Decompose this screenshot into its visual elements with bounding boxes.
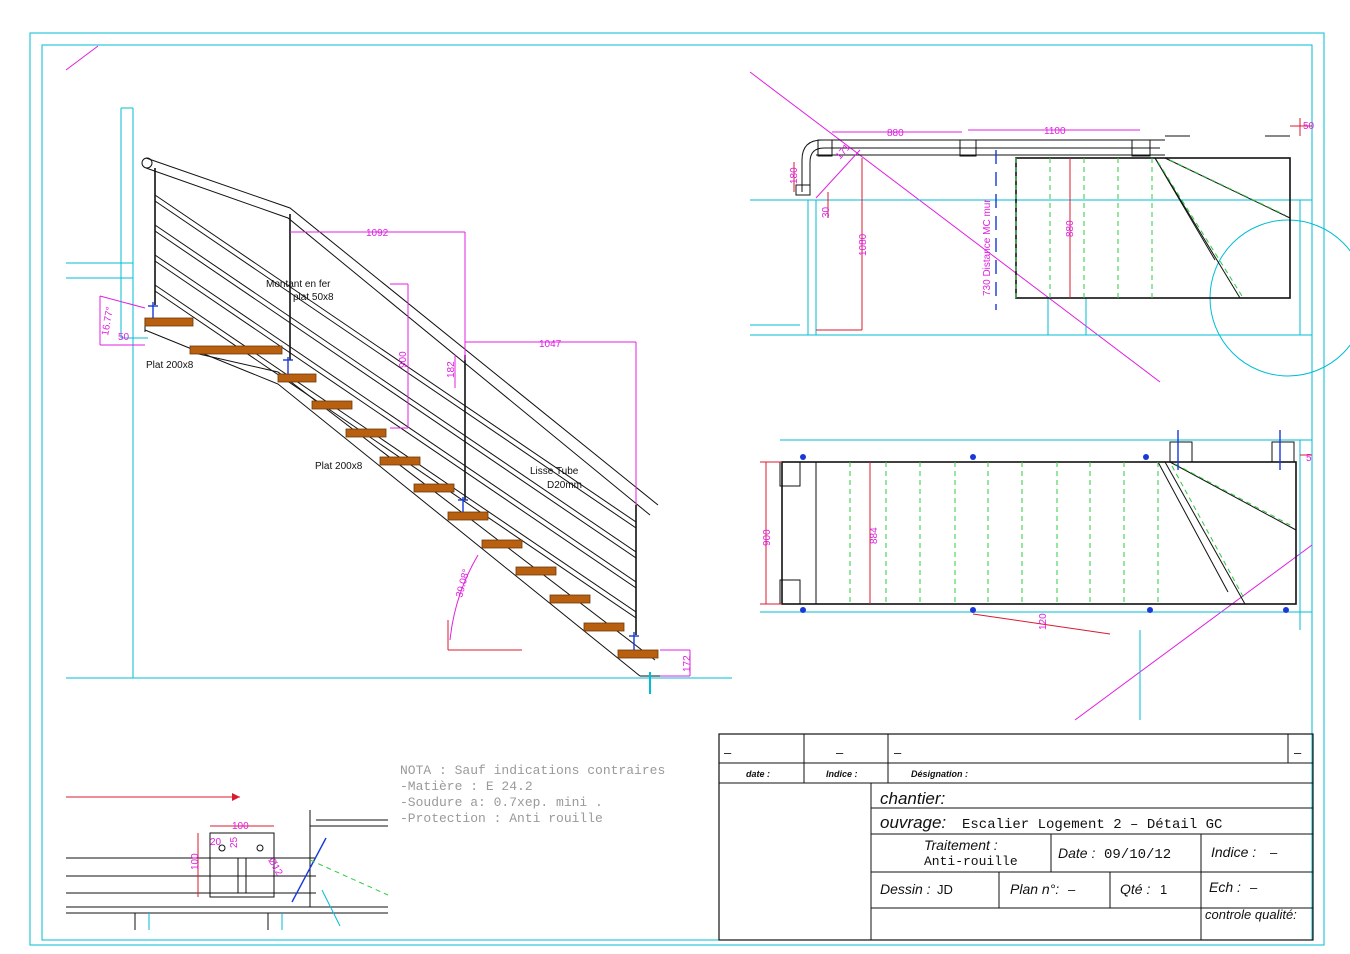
title-block: – – – – date : Indice : Désignation : ch… bbox=[718, 733, 1314, 941]
tb-traitement-value: Anti-rouille bbox=[924, 854, 1018, 869]
detail-dim-25: 25 bbox=[229, 836, 240, 848]
dim-120: 120 bbox=[1038, 613, 1049, 630]
dim-1047: 1047 bbox=[539, 339, 562, 350]
tb-dessin-label: Dessin : bbox=[880, 881, 931, 897]
tb-ech-label: Ech : bbox=[1209, 879, 1241, 895]
detail-dim-100-vertical: 100 bbox=[190, 853, 201, 870]
tb-traitement-label: Traitement : bbox=[924, 837, 998, 853]
label-plat-mid: Plat 200x8 bbox=[315, 461, 363, 472]
dim-50-top: 50 bbox=[1303, 121, 1315, 132]
label-montant-plat: plat 50x8 bbox=[293, 292, 334, 303]
tb-date2-label: Date : bbox=[1058, 845, 1095, 861]
tb-date2-value: 09/10/12 bbox=[1104, 847, 1171, 863]
detail-dim-100: 100 bbox=[232, 821, 249, 832]
tb-dash-3: – bbox=[894, 745, 902, 760]
tb-ouvrage-value: Escalier Logement 2 – Détail GC bbox=[962, 817, 1222, 833]
stair-plan-top: 880 1100 50 171 180 30 1080 880 730 Dist… bbox=[749, 71, 1350, 383]
tb-qte-label: Qté : bbox=[1120, 881, 1150, 897]
nota-title: NOTA : Sauf indications contraires bbox=[400, 763, 665, 778]
tb-indice-label: Indice : bbox=[826, 769, 858, 779]
detail-dim-20: 20 bbox=[210, 837, 222, 848]
tb-dash-2: – bbox=[836, 745, 844, 760]
tb-ech-value: – bbox=[1250, 880, 1258, 895]
dim-884: 884 bbox=[869, 527, 880, 544]
tb-ouvrage-label: ouvrage: bbox=[880, 813, 946, 832]
label-montant: Montant en fer bbox=[266, 279, 331, 290]
dim-880-vertical: 880 bbox=[1065, 220, 1076, 237]
tb-dessin-value: JD bbox=[937, 882, 953, 897]
dim-880: 880 bbox=[887, 128, 904, 139]
dim-1100: 1100 bbox=[1044, 126, 1066, 137]
dim-1092: 1092 bbox=[366, 228, 389, 239]
stair-elevation: 1092 1047 900 182 50 16.77° 39.08° 172 M… bbox=[66, 107, 732, 694]
tb-chantier-label: chantier: bbox=[880, 789, 945, 808]
tb-plan-label: Plan n°: bbox=[1010, 881, 1059, 897]
dim-angle-left: 16.77° bbox=[100, 306, 116, 337]
stair-plan-bottom: 900 884 120 5 bbox=[760, 430, 1313, 721]
nota-protection: -Protection : Anti rouille bbox=[400, 811, 603, 826]
tb-date-label: date : bbox=[746, 769, 770, 779]
dim-180: 180 bbox=[789, 167, 800, 184]
anchor-points bbox=[800, 454, 1289, 613]
dim-angle-stair: 39.08° bbox=[454, 568, 472, 599]
tb-plan-value: – bbox=[1068, 882, 1076, 897]
sheet-frame bbox=[29, 32, 1325, 946]
dim-172: 172 bbox=[682, 655, 693, 672]
dim-30: 30 bbox=[821, 206, 832, 218]
nota-soudure: -Soudure a: 0.7xep. mini . bbox=[400, 795, 603, 810]
dim-182: 182 bbox=[446, 361, 457, 378]
dim-900: 900 bbox=[398, 351, 409, 368]
label-plat-left: Plat 200x8 bbox=[146, 360, 194, 371]
dim-5: 5 bbox=[1306, 453, 1312, 464]
tb-qte-value: 1 bbox=[1160, 882, 1167, 897]
dim-900-plan: 900 bbox=[762, 529, 773, 546]
tb-dash-1: – bbox=[724, 745, 732, 760]
tb-dash-4: – bbox=[1294, 745, 1302, 760]
tb-designation-label: Désignation : bbox=[911, 769, 968, 779]
dim-distance-mur: 730 Distance MC mur bbox=[982, 199, 993, 296]
dim-171: 171 bbox=[834, 142, 853, 162]
dim-1080: 1080 bbox=[858, 233, 869, 256]
dim-50: 50 bbox=[118, 332, 130, 343]
nota-matiere: -Matière : E 24.2 bbox=[400, 779, 533, 794]
label-lisse-d20: D20mm bbox=[547, 480, 582, 491]
nota-block: NOTA : Sauf indications contraires -Mati… bbox=[400, 763, 665, 826]
tb-controle-label: controle qualité: bbox=[1205, 907, 1297, 922]
fixing-detail: 100 20 25 100 Ø12 bbox=[66, 793, 389, 930]
stair-treads bbox=[144, 317, 659, 659]
tb-indice2-label: Indice : bbox=[1211, 844, 1256, 860]
tb-indice2-value: – bbox=[1270, 845, 1278, 860]
detail-dim-12: Ø12 bbox=[265, 856, 284, 878]
label-lisse: Lisse Tube bbox=[530, 466, 579, 477]
